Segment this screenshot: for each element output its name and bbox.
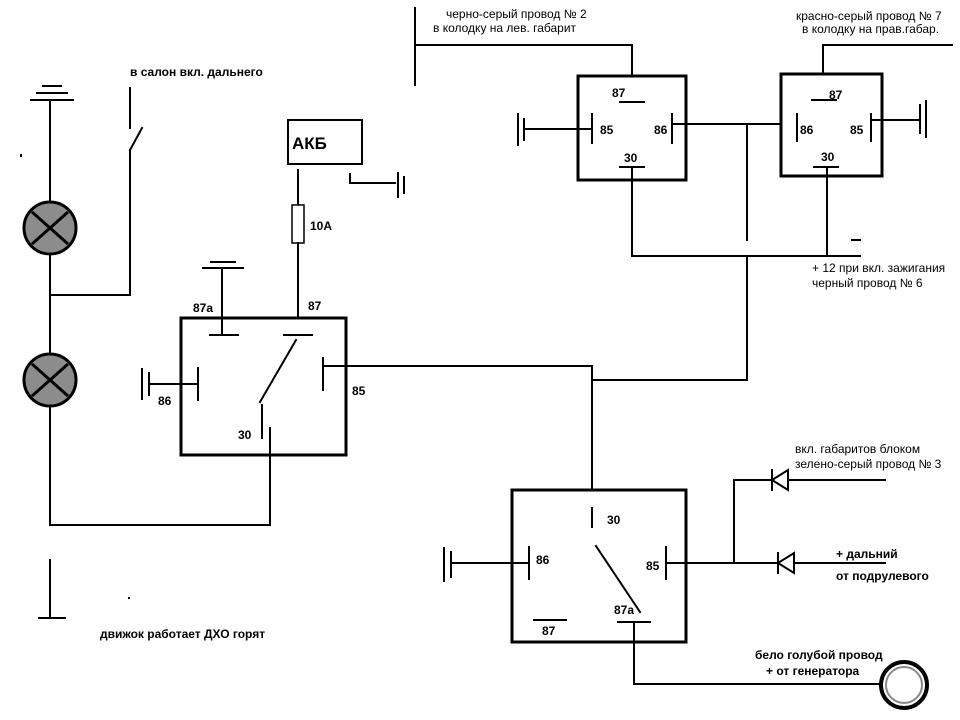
- lamp-icon-upper: [22, 200, 78, 256]
- engine-running-label: движок работает ДХО горят: [100, 627, 265, 641]
- relay-left-87-label: 87: [612, 86, 626, 100]
- fuse-label: 10А: [310, 219, 332, 233]
- battery-label: АКБ: [292, 134, 327, 153]
- top-left-ground-icon: [30, 85, 74, 101]
- main-relay-box: [179, 316, 348, 457]
- relay-bottom-87-label: 87: [542, 624, 556, 638]
- wire7-label-line1: красно-серый провод № 7: [796, 9, 942, 23]
- relay-right-30-label: 30: [821, 150, 835, 164]
- battery-box: [287, 119, 363, 165]
- main-relay-85-label: 85: [352, 384, 366, 398]
- main-relay-87-label: 87: [308, 299, 322, 313]
- relay-right-87-label: 87: [829, 88, 843, 102]
- ignition-label-line2: черный провод № 6: [812, 276, 923, 290]
- relay-bottom-switch-icon: [594, 544, 642, 614]
- stray-dot: [128, 597, 130, 599]
- ignition-label-line1: + 12 при вкл. зажигания: [812, 261, 945, 275]
- relay-bottom-87a-label: 87а: [614, 603, 634, 617]
- main-relay-86-label: 86: [158, 394, 172, 408]
- relay-bottom-30-label: 30: [607, 513, 621, 527]
- salon-switch-icon: [128, 126, 144, 152]
- high-beam-label-line1: + дальний: [836, 547, 898, 561]
- stray-dot: [20, 154, 22, 157]
- fuse-icon: [291, 204, 305, 244]
- markers-diode-icon: [770, 468, 789, 492]
- relay-right-86-label: 86: [800, 123, 814, 137]
- high-beam-diode-icon: [776, 551, 795, 575]
- wire2-label-line2: в колодку на лев. габарит: [433, 21, 577, 35]
- markers-label-line2: зелено-серый провод № 3: [795, 457, 942, 471]
- relay-bottom-86-ground-icon: [443, 547, 452, 582]
- relay-right-85-label: 85: [850, 123, 864, 137]
- relay-bottom-box: [510, 488, 688, 644]
- high-beam-label-line2: от подрулевого: [836, 569, 929, 583]
- relay-left-30-label: 30: [624, 151, 638, 165]
- main-relay-87a-label: 87а: [193, 301, 213, 315]
- alternator-label-line2: + от генератора: [766, 664, 860, 678]
- lamp-icon-lower: [22, 352, 78, 408]
- battery-ground-icon: [397, 172, 405, 198]
- salon-high-beam-label: в салон вкл. дальнего: [130, 65, 263, 79]
- main-relay-86-ground-icon: [141, 368, 150, 400]
- alternator-terminal-icon: [879, 660, 929, 710]
- wire7-label-line2: в колодку на прав.габар.: [802, 22, 939, 36]
- relay-right-85-ground-icon: [919, 100, 927, 138]
- main-relay-30-label: 30: [238, 428, 252, 442]
- wire2-label-line1: черно-серый провод № 2: [446, 7, 587, 21]
- relay-left-85-label: 85: [600, 123, 614, 137]
- markers-label-line1: вкл. габаритов блоком: [795, 442, 920, 456]
- relay-bottom-86-label: 86: [536, 553, 550, 567]
- main-relay-switch-icon: [258, 338, 298, 404]
- relay-left-86-label: 86: [654, 123, 668, 137]
- relay-bottom-85-label: 85: [646, 559, 660, 573]
- alternator-label-line1: бело голубой провод: [755, 648, 883, 662]
